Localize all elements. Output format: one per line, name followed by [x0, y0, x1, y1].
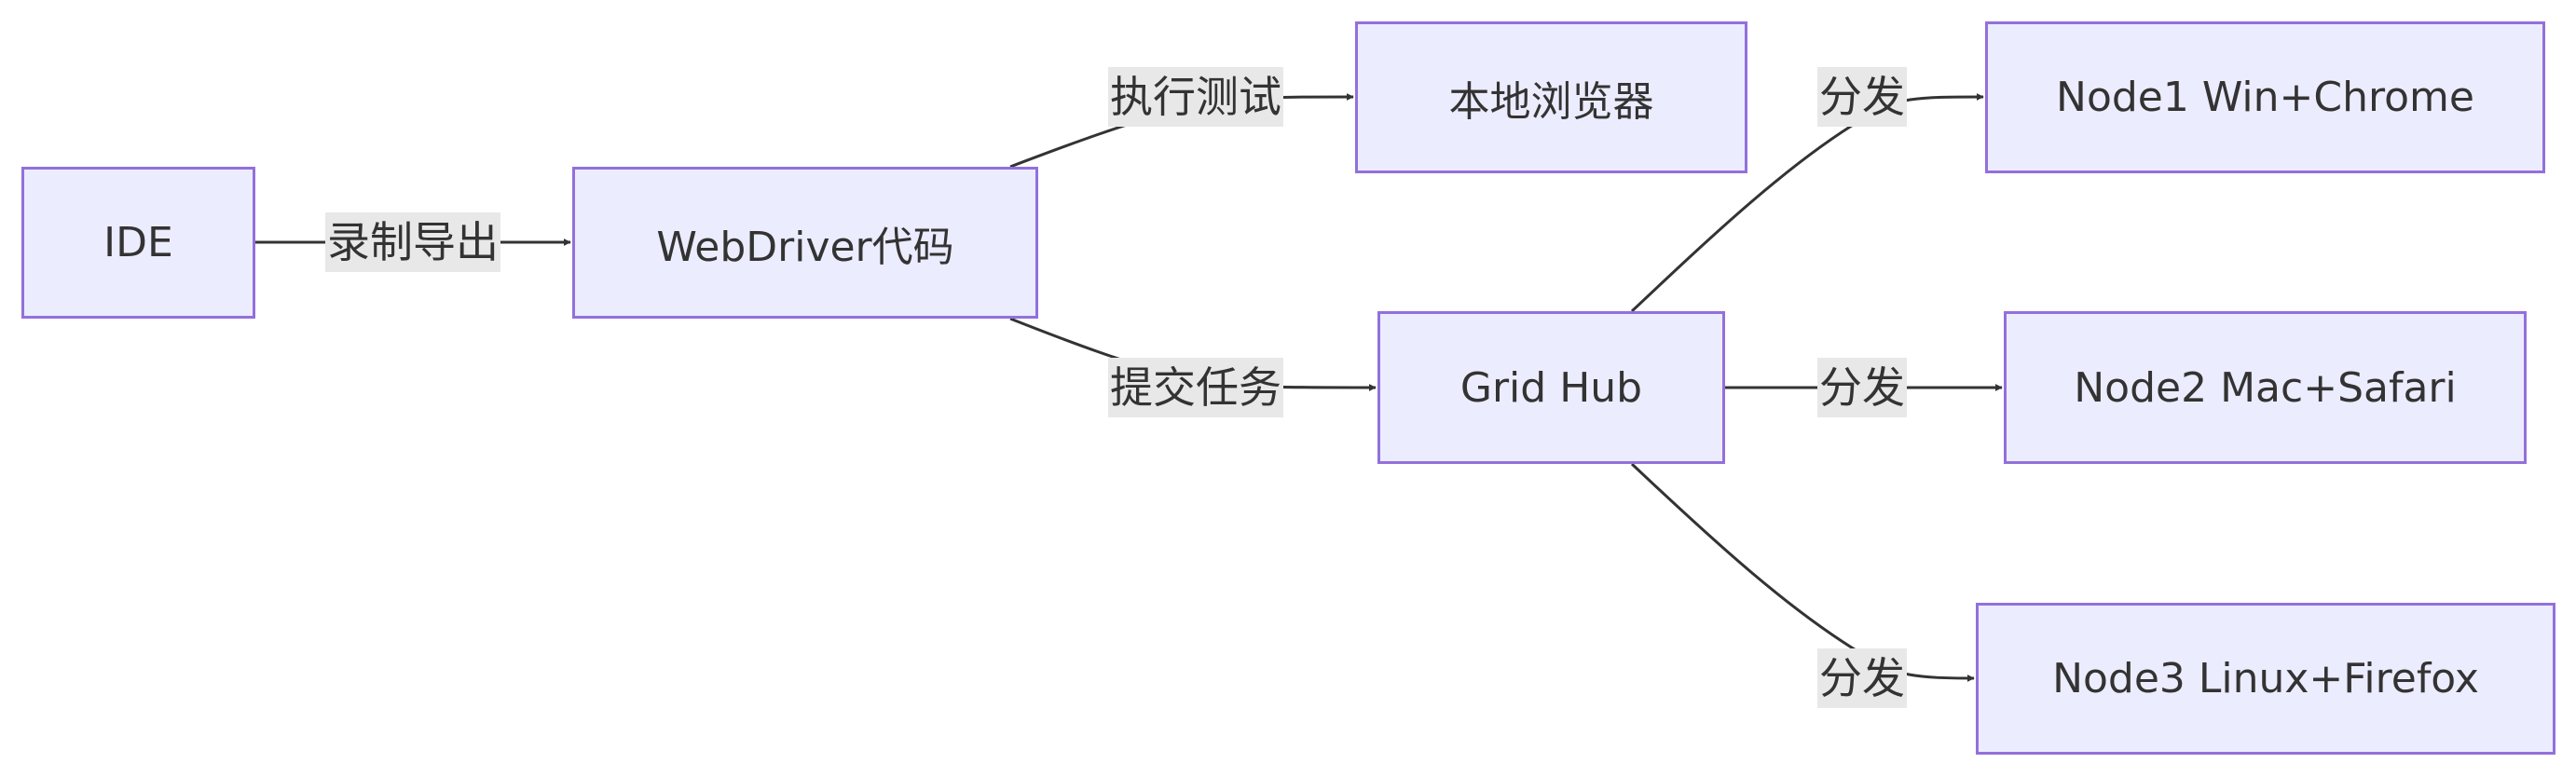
node-webdriver-code-label: WebDriver代码	[656, 223, 954, 271]
edge-grid-hub-to-node3	[1630, 462, 1975, 682]
node-ide-label: IDE	[103, 219, 173, 266]
node-node3-label: Node3 Linux+Firefox	[2052, 655, 2479, 702]
node-node2-label: Node2 Mac+Safari	[2074, 363, 2457, 412]
node-node1-label: Node1 Win+Chrome	[2056, 74, 2474, 121]
node-local-browser-label: 本地浏览器	[1448, 77, 1654, 126]
edge-grid-hub-to-node1	[1630, 93, 1984, 313]
node-local-browser: 本地浏览器	[1355, 21, 1747, 173]
node-grid-hub: Grid Hub	[1377, 311, 1725, 464]
edge-label-record-export: 录制导出	[325, 212, 500, 272]
node-webdriver-code: WebDriver代码	[572, 167, 1038, 319]
node-ide: IDE	[21, 167, 255, 319]
edge-label-dispatch-node2: 分发	[1817, 358, 1907, 417]
node-grid-hub-label: Grid Hub	[1459, 363, 1643, 412]
node-node3-linux-firefox: Node3 Linux+Firefox	[1976, 603, 2555, 755]
edge-label-execute-test: 执行测试	[1108, 67, 1283, 127]
edge-label-dispatch-node3: 分发	[1817, 648, 1907, 708]
node-node1-win-chrome: Node1 Win+Chrome	[1985, 21, 2545, 173]
node-node2-mac-safari: Node2 Mac+Safari	[2004, 311, 2527, 464]
edge-label-submit-task: 提交任务	[1108, 358, 1283, 417]
edge-label-dispatch-node1: 分发	[1817, 67, 1907, 127]
